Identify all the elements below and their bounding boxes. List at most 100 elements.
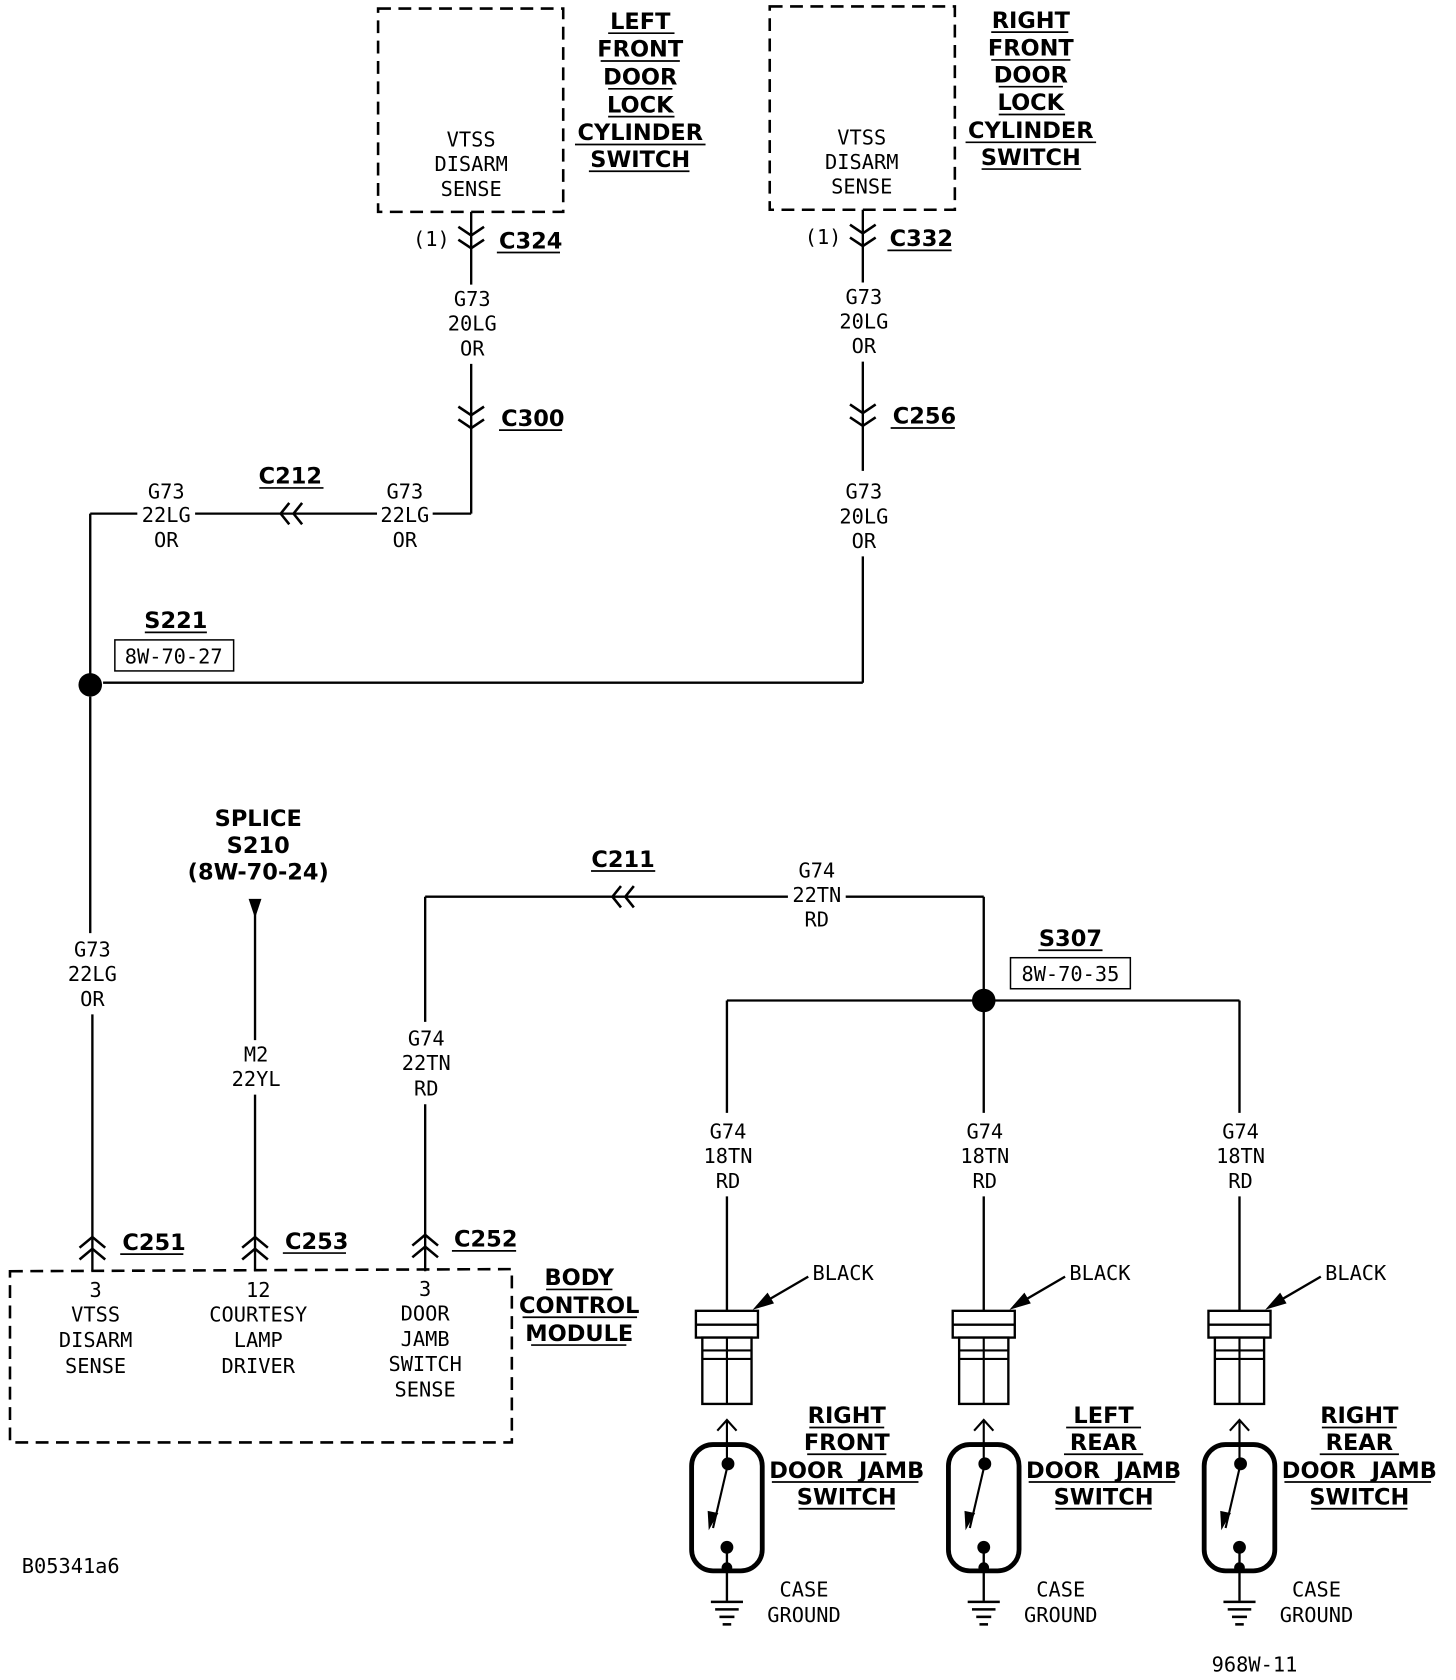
wire-label-line: G74 xyxy=(966,1120,1003,1144)
splice-s221: S221 8W-70-27 xyxy=(78,608,235,697)
splice-s307: S307 8W-70-35 xyxy=(726,926,1240,1013)
connector-c212-label: C212 xyxy=(259,464,322,490)
title-line: SWITCH xyxy=(1309,1485,1409,1511)
right-front-wire-run: (1) C332 G73 20LG OR C256 G73 20LG OR xyxy=(103,209,956,684)
pin-label-line: SENSE xyxy=(395,1377,456,1401)
courtesy-wire-run: SPLICE S210 (8W-70-24) M2 22YL C253 xyxy=(188,806,348,1272)
wire-label-line: OR xyxy=(460,336,485,360)
switch-icon xyxy=(1201,1418,1278,1601)
splice-name: S307 xyxy=(1039,926,1102,952)
connector-c300-symbol xyxy=(457,405,485,430)
pin-number: (1) xyxy=(413,227,450,251)
connector-color-label: BLACK xyxy=(813,1261,875,1285)
connector-c212-symbol xyxy=(279,502,304,526)
connector-c256-symbol xyxy=(849,403,877,428)
switch-icon xyxy=(689,1418,765,1601)
wire-label-line: G74 xyxy=(408,1026,445,1050)
connector-icon xyxy=(694,1309,760,1406)
ground-label-line: GROUND xyxy=(1024,1603,1097,1627)
connector-icon xyxy=(1207,1309,1272,1406)
wire-label-line: G73 xyxy=(454,287,491,311)
wire-label-line: G74 xyxy=(710,1120,747,1144)
body-control-module: 3 VTSS DISARM SENSE 12 COURTESY LAMP DRI… xyxy=(8,1265,639,1444)
ground-icon xyxy=(967,1600,1000,1626)
wire-label-line: OR xyxy=(852,529,877,553)
title-line: REAR xyxy=(1326,1430,1393,1456)
connector-c253-label: C253 xyxy=(285,1229,348,1255)
pin-label-line: DOOR xyxy=(401,1301,451,1325)
connector-c256-label: C256 xyxy=(893,404,956,430)
bcm-pin-vtss: 3 VTSS DISARM SENSE xyxy=(59,1278,132,1378)
title-line: CONTROL xyxy=(519,1293,639,1319)
title-line: RIGHT xyxy=(808,1403,887,1429)
pin-label-line: DISARM xyxy=(59,1328,132,1352)
wire-label-line: M2 xyxy=(244,1043,268,1067)
wire-label-line: 22LG xyxy=(68,962,117,986)
ground-label-line: CASE xyxy=(779,1578,828,1602)
splice-s210-line[interactable]: (8W-70-24) xyxy=(188,860,329,886)
title-line: FRONT xyxy=(597,37,684,63)
connector-c251-symbol xyxy=(78,1235,107,1261)
switch-icon xyxy=(946,1418,1022,1601)
pin-label-line: VTSS xyxy=(71,1303,120,1327)
splice-name: S221 xyxy=(144,608,207,634)
wire-label-line: OR xyxy=(80,987,105,1011)
title-line: CYLINDER xyxy=(968,118,1094,144)
title-line: SWITCH xyxy=(1054,1485,1154,1511)
ground-label-line: GROUND xyxy=(767,1603,840,1627)
splice-ref-box xyxy=(1009,956,1132,990)
wire-label-line: OR xyxy=(852,334,877,358)
connector-c253-symbol xyxy=(241,1235,269,1261)
pin-label-line: LAMP xyxy=(234,1328,283,1352)
splice-ref-box xyxy=(114,639,235,672)
title-line: BODY xyxy=(545,1265,615,1291)
title-line: DOOR xyxy=(603,65,677,91)
wire-label-line: 18TN xyxy=(704,1144,753,1168)
title-line: LOCK xyxy=(998,90,1066,116)
pin-label-line: DISARM xyxy=(825,150,898,174)
splice-s210-line: SPLICE xyxy=(215,806,302,832)
ground-label-line: CASE xyxy=(1036,1578,1085,1602)
ground-icon xyxy=(710,1600,743,1626)
component-outline xyxy=(768,5,957,212)
title-line: DOOR JAMB xyxy=(1282,1458,1437,1484)
connector-c332-label: C332 xyxy=(890,226,953,252)
wire-label-line: G74 xyxy=(798,858,835,882)
wire-label-line: G73 xyxy=(386,480,423,504)
pin-label-line: SWITCH xyxy=(388,1352,461,1376)
connector-c332-symbol xyxy=(849,223,877,248)
splice-ref[interactable]: 8W-70-35 xyxy=(1021,962,1119,986)
component-title: RIGHT FRONT DOOR LOCK CYLINDER SWITCH xyxy=(965,8,1097,171)
splice-ref[interactable]: 8W-70-27 xyxy=(125,644,223,668)
component-outline xyxy=(376,7,565,214)
title-line: LOCK xyxy=(607,92,675,118)
pin-label-line: DRIVER xyxy=(222,1354,296,1378)
title-line: RIGHT xyxy=(992,8,1071,34)
connector-color-label: BLACK xyxy=(1325,1261,1387,1285)
splice-s210-line: S210 xyxy=(227,833,290,859)
left-front-wire-run: (1) C324 G73 20LG OR C300 xyxy=(413,211,565,515)
pin-label-line: COURTESY xyxy=(209,1303,307,1327)
title-line: DOOR JAMB xyxy=(769,1458,924,1484)
title-line: LEFT xyxy=(610,9,671,35)
wire-label-line: 22LG xyxy=(142,503,191,527)
ground-label-line: CASE xyxy=(1292,1578,1341,1602)
title-line: REAR xyxy=(1070,1430,1137,1456)
pin-number: (1) xyxy=(805,225,842,249)
wire-label-line: RD xyxy=(805,908,829,932)
title-line: DOOR xyxy=(994,62,1068,88)
wire-label-line: RD xyxy=(1228,1169,1252,1193)
connector-c252-label: C252 xyxy=(454,1227,517,1253)
connector-c252-symbol xyxy=(411,1233,439,1259)
title-line: LEFT xyxy=(1073,1403,1134,1429)
title-line: DOOR JAMB xyxy=(1026,1458,1181,1484)
connector-c211-symbol xyxy=(610,885,635,909)
wire-label-line: 18TN xyxy=(1216,1144,1265,1168)
title-line: FRONT xyxy=(988,36,1075,62)
